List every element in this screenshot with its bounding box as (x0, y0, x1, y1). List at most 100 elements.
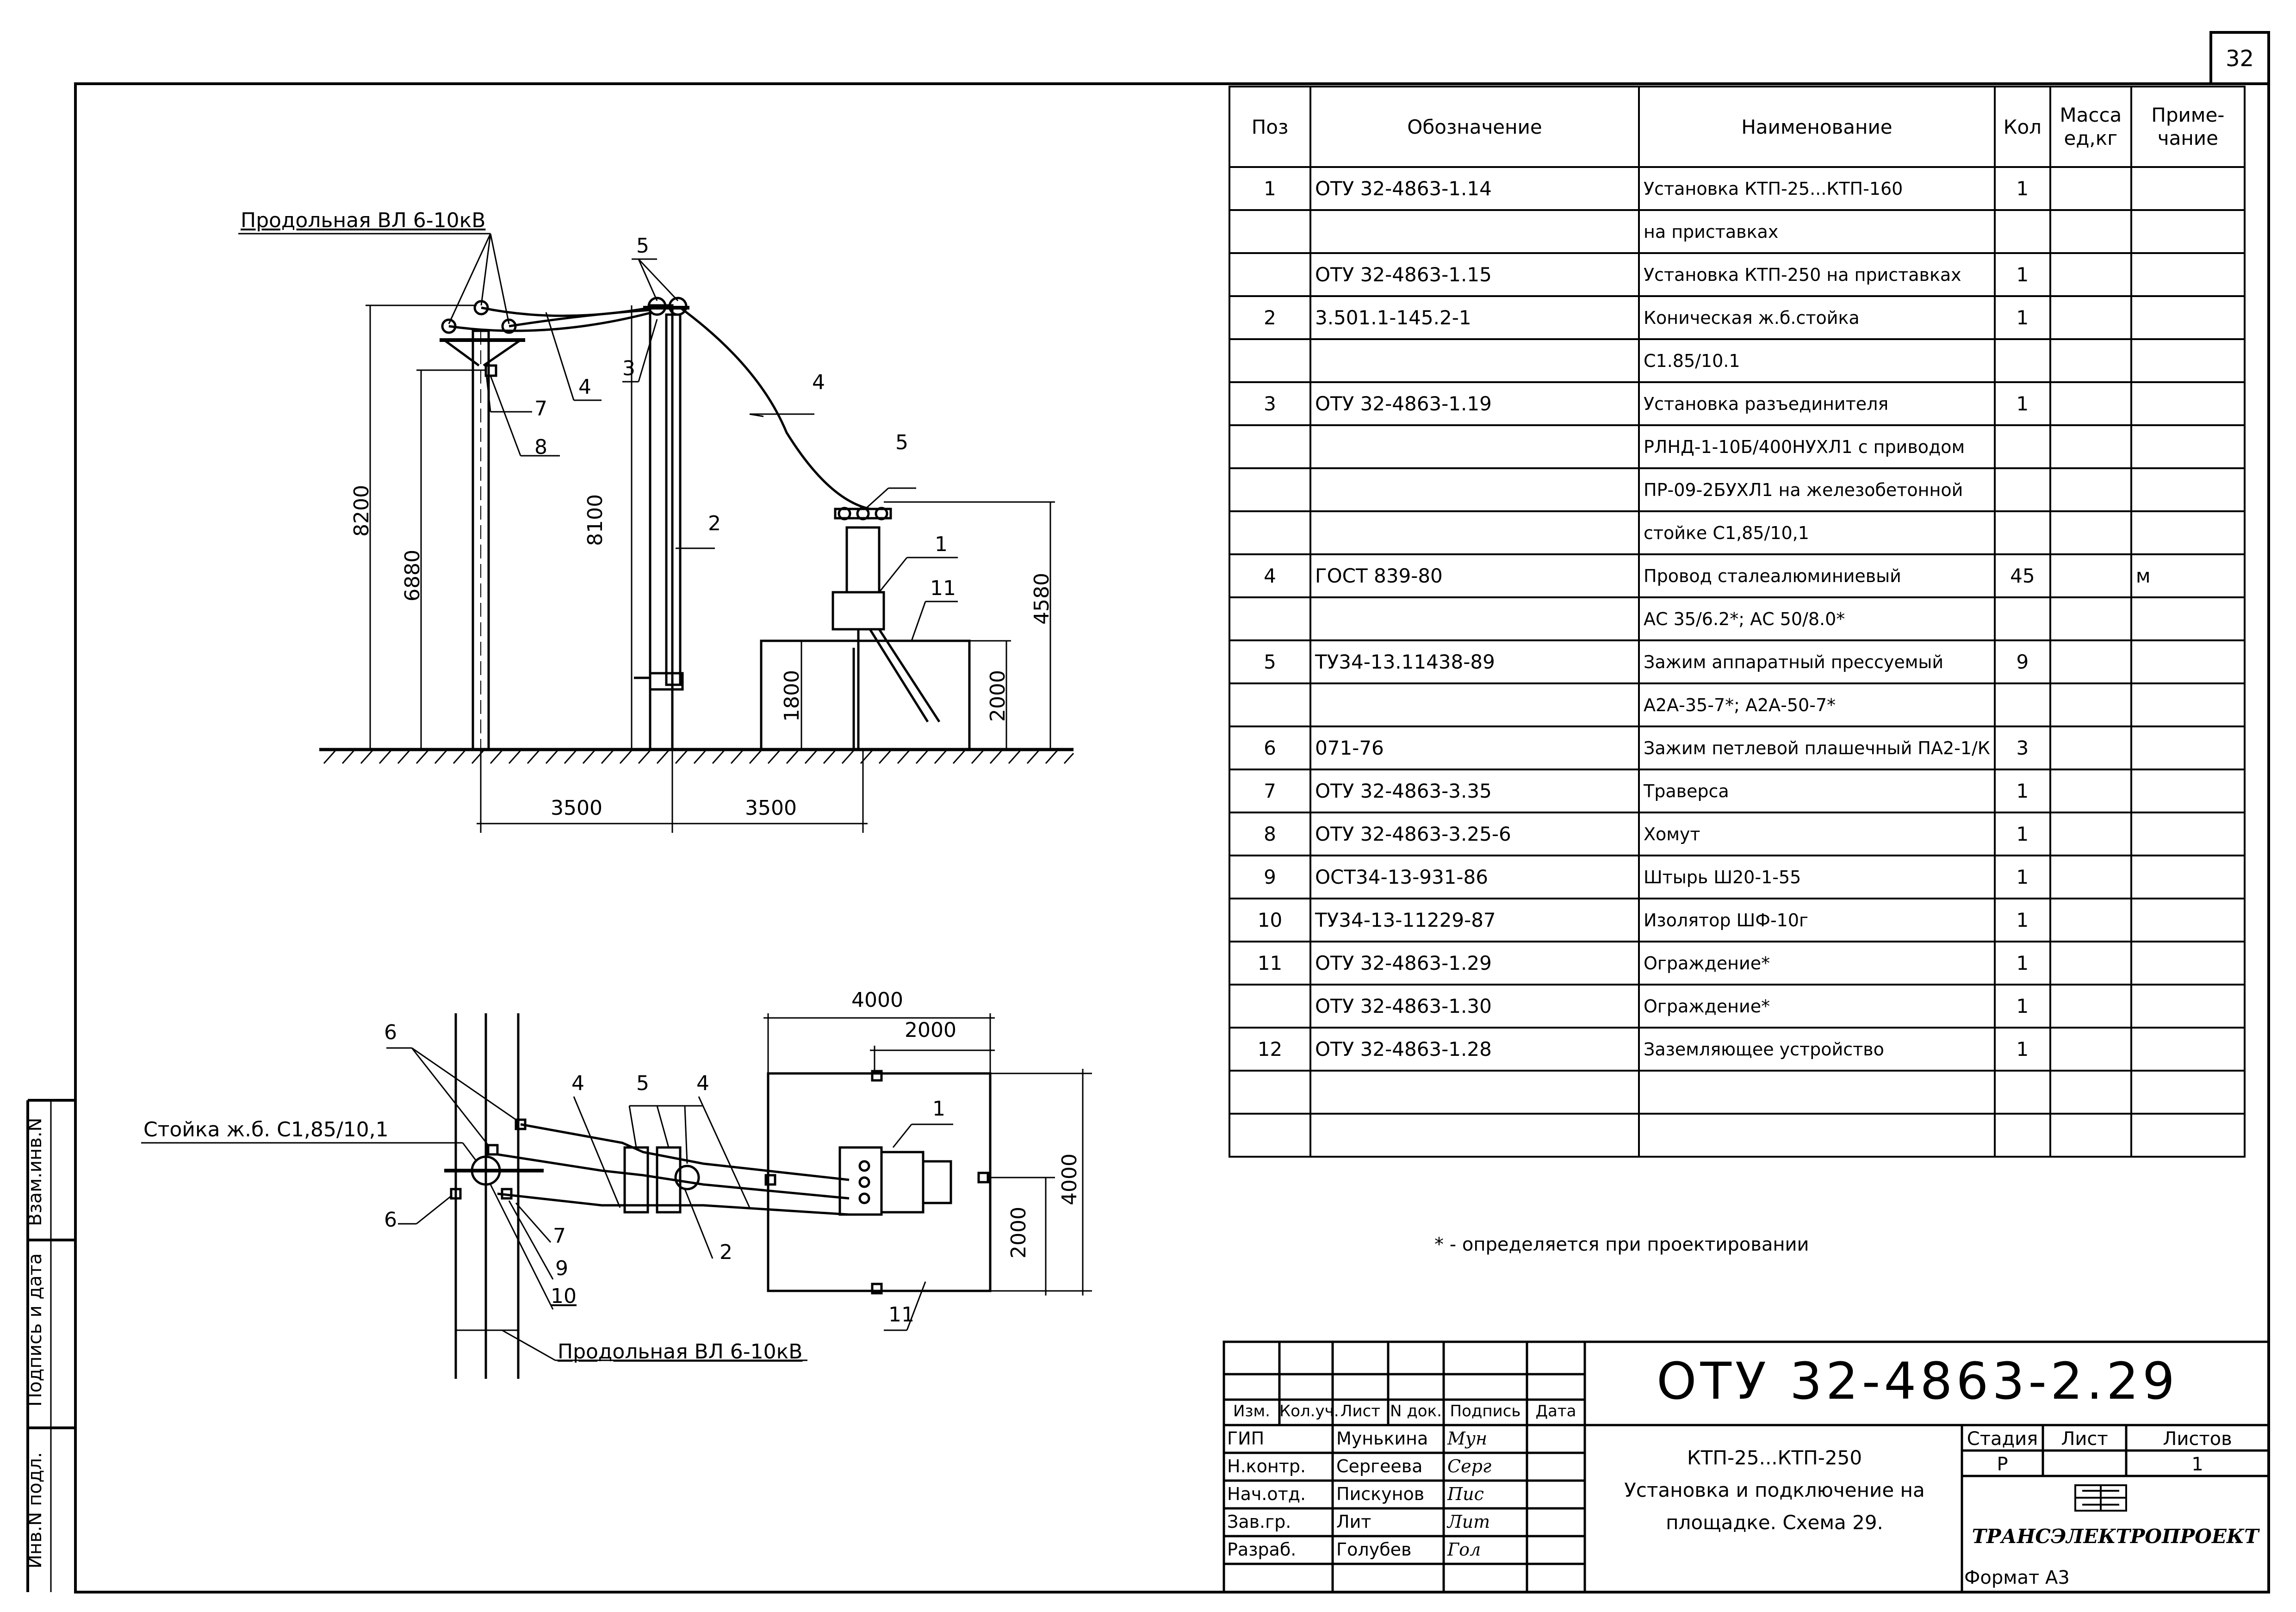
cell-pos: 4 (1229, 553, 1311, 598)
cell-pos: 8 (1229, 812, 1311, 856)
cell-name: Установка КТП-25...КТП-160 (1638, 166, 1996, 211)
title-person-role: Нач.отд. (1227, 1484, 1306, 1504)
cell-mass (2049, 252, 2132, 297)
margin-label-vzam: Взам.инв.N (25, 1117, 46, 1226)
dim-8100: 8100 (583, 494, 607, 546)
cell-name: С1.85/10.1 (1638, 338, 1996, 383)
cell-mass (2049, 1027, 2132, 1072)
cell-qty (1993, 510, 2051, 555)
cell-name: на приставках (1638, 209, 1996, 254)
cell-designation: ОСТ34-13-931-86 (1309, 855, 1640, 899)
cell-mass (2049, 682, 2132, 727)
cell-qty (1993, 596, 2051, 641)
cell-name: Установка разъединителя (1638, 381, 1996, 426)
table-row: стойке С1,85/10,1 (1229, 510, 2246, 555)
cell-designation: ОТУ 32-4863-1.19 (1309, 381, 1640, 426)
cell-note (2130, 596, 2246, 641)
cell-mass (2049, 1070, 2132, 1115)
cell-name: Заземляющее устройство (1638, 1027, 1996, 1072)
cell-mass (2049, 769, 2132, 813)
sheet-number: 32 (2225, 46, 2254, 72)
cell-pos: 12 (1229, 1027, 1311, 1072)
cell-designation (1309, 1070, 1640, 1115)
cell-note (2130, 209, 2246, 254)
plan-line-label: Продольная ВЛ 6-10кВ (558, 1340, 803, 1364)
cell-designation (1309, 1113, 1640, 1158)
cell-pos (1229, 1070, 1311, 1115)
cell-pos (1229, 209, 1311, 254)
cell-name: Хомут (1638, 812, 1996, 856)
cell-qty: 45 (1993, 553, 2051, 598)
cell-designation: ТУ34-13.11438-89 (1309, 639, 1640, 684)
dim-2000: 2000 (986, 670, 1010, 722)
cell-note (2130, 1070, 2246, 1115)
cell-qty: 1 (1993, 252, 2051, 297)
header-pos: Поз (1229, 86, 1311, 168)
cell-designation: 071-76 (1309, 725, 1640, 770)
specification-table: Поз Обозначение Наименование Кол Масса е… (1229, 86, 2246, 1158)
cell-pos (1229, 682, 1311, 727)
cell-name: стойке С1,85/10,1 (1638, 510, 1996, 555)
title-person-name: Лит (1336, 1512, 1371, 1532)
cell-pos: 5 (1229, 639, 1311, 684)
cell-note (2130, 812, 2246, 856)
title-col-header: Подпись (1450, 1402, 1521, 1420)
company-name: ТРАНСЭЛЕКТРОПРОЕКТ (1972, 1525, 2259, 1548)
cell-name (1638, 1070, 1996, 1115)
cell-mass (2049, 725, 2132, 770)
cell-qty (1993, 682, 2051, 727)
cell-designation (1309, 209, 1640, 254)
cell-note (2130, 941, 2246, 986)
cell-pos (1229, 510, 1311, 555)
plan-callout-6-top: 6 (384, 1021, 397, 1044)
cell-mass (2049, 984, 2132, 1029)
cell-name: АС 35/6.2*; АС 50/8.0* (1638, 596, 1996, 641)
header-qty: Кол (1993, 86, 2051, 168)
cell-note (2130, 1027, 2246, 1072)
plan-dim-2000-h: 2000 (1007, 1207, 1030, 1259)
cell-note (2130, 467, 2246, 512)
signature: Мун (1447, 1428, 1487, 1449)
plan-dim-4000-h: 4000 (1058, 1153, 1081, 1205)
cell-mass (2049, 1113, 2132, 1158)
callout-8: 8 (534, 435, 547, 459)
plan-callout-1: 1 (932, 1097, 945, 1121)
cell-name: Траверса (1638, 769, 1996, 813)
cell-name: Ограждение* (1638, 984, 1996, 1029)
callout-5-top: 5 (636, 234, 649, 258)
cell-mass (2049, 941, 2132, 986)
cell-designation: ОТУ 32-4863-1.30 (1309, 984, 1640, 1029)
format-label: Формат А3 (1964, 1567, 2070, 1588)
cell-qty (1993, 1113, 2051, 1158)
header-note: Приме-чание (2130, 86, 2246, 168)
cell-name (1638, 1113, 1996, 1158)
title-col-header: Лист (1340, 1402, 1381, 1420)
cell-note (2130, 984, 2246, 1029)
sheet-number-box (2209, 31, 2270, 85)
cell-note (2130, 769, 2246, 813)
dim-3500-right: 3500 (745, 796, 797, 820)
table-row: А2А-35-7*; А2А-50-7* (1229, 682, 2246, 727)
cell-mass (2049, 381, 2132, 426)
cell-designation: ГОСТ 839-80 (1309, 553, 1640, 598)
cell-designation: ОТУ 32-4863-1.29 (1309, 941, 1640, 986)
plan-callout-10: 10 (551, 1284, 577, 1308)
cell-designation: 3.501.1-145.2-1 (1309, 295, 1640, 340)
plan-callout-9: 9 (555, 1257, 568, 1280)
plan-callout-6-bottom: 6 (384, 1208, 397, 1232)
signature: Лит (1447, 1512, 1490, 1532)
signature: Пис (1447, 1484, 1484, 1504)
title-col-header: Кол.уч. (1279, 1402, 1339, 1420)
cell-pos: 2 (1229, 295, 1311, 340)
table-row: АС 35/6.2*; АС 50/8.0* (1229, 596, 2246, 641)
title-person-name: Мунькина (1336, 1428, 1428, 1449)
cell-qty: 1 (1993, 381, 2051, 426)
spec-header-row: Поз Обозначение Наименование Кол Масса е… (1229, 86, 2246, 168)
cell-designation (1309, 424, 1640, 469)
cell-mass (2049, 639, 2132, 684)
